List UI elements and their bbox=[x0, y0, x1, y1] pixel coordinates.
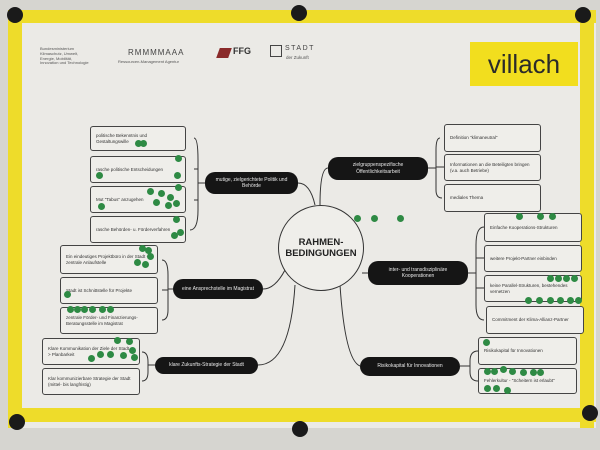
sticker-dot bbox=[126, 338, 133, 345]
sticker-dot bbox=[516, 213, 523, 220]
sticker-dot bbox=[147, 253, 154, 260]
sticker-dot bbox=[153, 199, 160, 206]
sticker-dot bbox=[89, 306, 96, 313]
magnet-icon bbox=[291, 5, 307, 21]
sticker-dot bbox=[509, 368, 516, 375]
sticker-dot bbox=[536, 297, 543, 304]
sticker-dot bbox=[484, 368, 491, 375]
sticker-dot bbox=[567, 297, 574, 304]
sticker-dot bbox=[177, 229, 184, 236]
sticker-dot bbox=[530, 369, 537, 376]
sticker-dot bbox=[98, 203, 105, 210]
stadt-logo-sub: der Zukunft bbox=[286, 55, 309, 60]
rm-logo-sub: Ressourcen-Management Agentur bbox=[118, 59, 179, 64]
sticker-dot bbox=[520, 369, 527, 376]
sticker-dot bbox=[500, 366, 507, 373]
branch-ansprechstelle: eine Ansprechstelle im Magistrat bbox=[173, 279, 263, 299]
sticker-dot bbox=[547, 297, 554, 304]
magnet-icon bbox=[9, 414, 25, 430]
leaf: Einfache Kooperations-Strukturen bbox=[484, 213, 582, 242]
sticker-dot bbox=[139, 245, 146, 252]
sticker-dot bbox=[549, 213, 556, 220]
sticker-dot bbox=[158, 190, 165, 197]
sticker-dot bbox=[397, 215, 404, 222]
sticker-dot bbox=[114, 337, 121, 344]
branch-oeffentlichkeitsarbeit: zielgruppenspezifische Öffentlichkeitsar… bbox=[328, 157, 428, 180]
magnet-icon bbox=[582, 405, 598, 421]
sticker-dot bbox=[142, 261, 149, 268]
sticker-dot bbox=[483, 339, 490, 346]
sticker-dot bbox=[354, 215, 361, 222]
sticker-dot bbox=[175, 155, 182, 162]
sticker-dot bbox=[81, 306, 88, 313]
leaf: Stadt ist Schnittstelle für Projekte bbox=[60, 277, 158, 304]
sticker-dot bbox=[575, 297, 582, 304]
sticker-dot bbox=[88, 355, 95, 362]
sticker-dot bbox=[571, 275, 578, 282]
stadt-logo-icon bbox=[270, 45, 282, 57]
sticker-dot bbox=[120, 352, 127, 359]
sticker-dot bbox=[537, 369, 544, 376]
magnet-icon bbox=[575, 7, 591, 23]
sticker-dot bbox=[107, 351, 114, 358]
rm-logo: RMMMMAAA bbox=[128, 48, 185, 57]
branch-strategie: klare Zukunfts-Strategie der Stadt bbox=[155, 357, 258, 374]
sticker-dot bbox=[174, 172, 181, 179]
sticker-dot bbox=[504, 387, 511, 394]
sticker-dot bbox=[129, 347, 136, 354]
sticker-dot bbox=[547, 275, 554, 282]
magnet-icon bbox=[292, 421, 308, 437]
sticker-dot bbox=[96, 172, 103, 179]
ministry-logo: Bundesministerium Klimaschutz, Umwelt, E… bbox=[40, 46, 89, 66]
sticker-dot bbox=[74, 306, 81, 313]
leaf: Klar kommunizierbare Strategie der Stadt… bbox=[42, 368, 140, 395]
leaf: Informationen an die Beteiligten bringen… bbox=[444, 154, 541, 181]
leaf: Definition "klimaneutral" bbox=[444, 124, 541, 152]
sticker-dot bbox=[145, 247, 152, 254]
sticker-dot bbox=[171, 232, 178, 239]
sticker-dot bbox=[537, 213, 544, 220]
ffg-logo: FFG bbox=[233, 46, 251, 56]
stadt-logo: STADT bbox=[285, 45, 315, 52]
sticker-dot bbox=[493, 385, 500, 392]
sticker-dot bbox=[165, 202, 172, 209]
center-topic: RAHMEN- BEDINGUNGEN bbox=[278, 205, 364, 291]
sticker-dot bbox=[135, 140, 142, 147]
leaf: politische Bekenntnis und Gestaltungswil… bbox=[90, 126, 186, 151]
branch-politik: mutige, zielgerichtete Politik und Behör… bbox=[205, 172, 298, 194]
sticker-dot bbox=[167, 194, 174, 201]
leaf: Risikokapital für Innovationen bbox=[478, 337, 577, 365]
sticker-dot bbox=[67, 306, 74, 313]
sticker-dot bbox=[97, 351, 104, 358]
leaf: mediales Thema bbox=[444, 184, 541, 212]
sticker-dot bbox=[131, 354, 138, 361]
sticker-dot bbox=[173, 200, 180, 207]
sticker-dot bbox=[525, 297, 532, 304]
sticker-dot bbox=[557, 297, 564, 304]
sticker-dot bbox=[173, 216, 180, 223]
yellow-frame-left bbox=[8, 10, 22, 428]
leaf: weitere Projekt-Partner einbinden bbox=[484, 245, 582, 272]
yellow-frame-bottom bbox=[8, 408, 596, 422]
leaf: rasche Behörden- u. Förderverfahren bbox=[90, 216, 186, 243]
leaf: Commitment der Klima-Allianz-Partner bbox=[486, 306, 584, 334]
sticker-dot bbox=[140, 140, 147, 147]
leaf: Fehlerkultur - "Scheitern ist erlaubt" bbox=[478, 368, 577, 394]
sticker-dot bbox=[64, 291, 71, 298]
sticker-dot bbox=[484, 385, 491, 392]
sticker-dot bbox=[371, 215, 378, 222]
magnet-icon bbox=[7, 7, 23, 23]
sticker-dot bbox=[555, 275, 562, 282]
branch-kooperationen: inter- und transdisziplinäre Kooperation… bbox=[368, 261, 468, 285]
sticker-dot bbox=[563, 275, 570, 282]
sticker-dot bbox=[99, 306, 106, 313]
sticker-dot bbox=[175, 184, 182, 191]
villach-logo: villach bbox=[470, 42, 578, 86]
leaf: rasche politische Entscheidungen bbox=[90, 156, 186, 183]
sticker-dot bbox=[107, 306, 114, 313]
branch-risikokapital: Risikokapital für Innovationen bbox=[360, 357, 460, 376]
sticker-dot bbox=[491, 368, 498, 375]
sticker-dot bbox=[147, 188, 154, 195]
sticker-dot bbox=[134, 259, 141, 266]
